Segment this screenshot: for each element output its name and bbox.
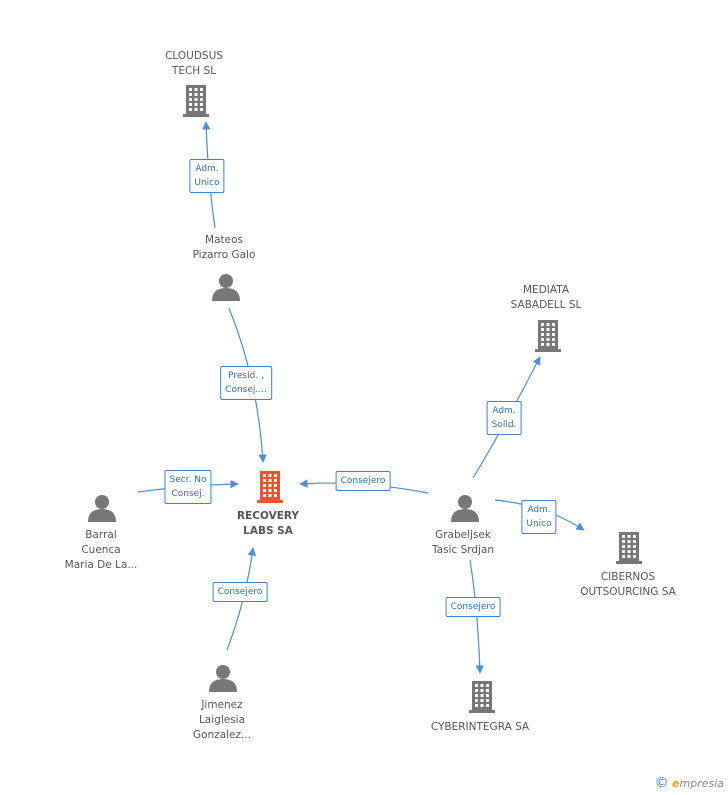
company-mediata-sabadell-label[interactable]: MEDIATA SABADELL SL — [511, 283, 582, 313]
edge-label-line: Solid. — [491, 420, 517, 430]
brand-initial: e — [672, 777, 680, 790]
copyright-symbol: © — [654, 775, 669, 791]
building-icon-cloudsus[interactable] — [183, 85, 209, 117]
edge-label-line: Consej. — [171, 489, 205, 499]
edge-label-grabeljsek-to-cibernos[interactable]: Adm. Unico — [521, 500, 557, 534]
edge-label-line: Adm. — [492, 406, 516, 416]
edge-label-line: Adm. — [195, 164, 219, 174]
edges-layer — [137, 121, 585, 674]
edge-label-barral-to-recovery[interactable]: Secr. No Consej. — [164, 470, 212, 504]
node-label-line: Mateos — [205, 234, 243, 246]
node-label-line: Pizarro Galo — [192, 249, 256, 261]
node-label-line: Tasic Srdjan — [431, 544, 495, 556]
edge-label-line: Consejero — [340, 476, 386, 486]
company-recovery-labs-label[interactable]: RECOVERY LABS SA — [237, 509, 299, 539]
edge-label-mateos-to-recovery[interactable]: Presid. , Consej.... — [220, 366, 272, 400]
icons-layer — [88, 85, 642, 713]
company-cibernos-outsourcing-label[interactable]: CIBERNOS OUTSOURCING SA — [580, 570, 676, 600]
node-label-line: TECH SL — [171, 65, 217, 77]
node-label-line: MEDIATA — [522, 284, 570, 296]
node-label-line: CLOUDSUS — [165, 50, 223, 62]
edge-label-line: Consej.... — [225, 385, 267, 395]
edge-label-line: Presid. , — [228, 371, 264, 381]
edge-label-jimenez-to-recovery[interactable]: Consejero — [212, 582, 268, 602]
edge-label-line: Secr. No — [169, 475, 207, 485]
node-label-line: CIBERNOS — [600, 571, 656, 583]
node-label-line: Jimenez — [201, 699, 243, 711]
node-label-line: OUTSOURCING SA — [580, 586, 676, 598]
edge-label-grabeljsek-to-mediata[interactable]: Adm. Solid. — [486, 401, 522, 435]
node-label-line: Cuenca — [81, 544, 121, 556]
node-label-line: Barral — [85, 529, 117, 541]
person-icon-jimenez[interactable] — [209, 665, 237, 692]
node-label-line: Laiglesia — [198, 714, 246, 726]
node-label-line: Gonzalez... — [192, 729, 252, 741]
building-icon-mediata[interactable] — [535, 320, 561, 352]
node-label-line: LABS SA — [243, 525, 293, 537]
node-label-line: SABADELL SL — [510, 299, 582, 311]
edge-label-grabeljsek-to-cyberintegra[interactable]: Consejero — [445, 597, 501, 617]
company-cyberintegra-label[interactable]: CYBERINTEGRA SA — [431, 720, 529, 735]
brand-name: mpresia — [679, 777, 724, 790]
edge-label-line: Unico — [194, 178, 220, 188]
company-cloudsus-tech-label[interactable]: CLOUDSUS TECH SL — [165, 49, 223, 79]
building-icon-recovery[interactable] — [257, 471, 283, 503]
empresia-watermark: © empresia — [655, 775, 724, 791]
edge-label-line: Consejero — [450, 602, 496, 612]
building-icon-cibernos[interactable] — [616, 532, 642, 564]
node-label-line: RECOVERY — [236, 510, 300, 522]
person-icon-grabeljsek[interactable] — [451, 495, 479, 522]
edge-label-line: Consejero — [217, 587, 263, 597]
building-icon-cyberintegra[interactable] — [469, 681, 495, 713]
node-label-line: Maria De La... — [64, 559, 138, 571]
edge-label-mateos-to-cloudsus[interactable]: Adm. Unico — [189, 159, 225, 193]
edge-label-grabeljsek-to-recovery[interactable]: Consejero — [335, 471, 391, 491]
edge-label-line: Unico — [526, 519, 552, 529]
node-label-line: Grabeljsek — [435, 529, 491, 541]
person-icon-barral[interactable] — [88, 495, 116, 522]
person-icon-mateos[interactable] — [212, 274, 240, 301]
node-label-line: CYBERINTEGRA SA — [430, 721, 530, 733]
edge-label-line: Adm. — [527, 505, 551, 515]
